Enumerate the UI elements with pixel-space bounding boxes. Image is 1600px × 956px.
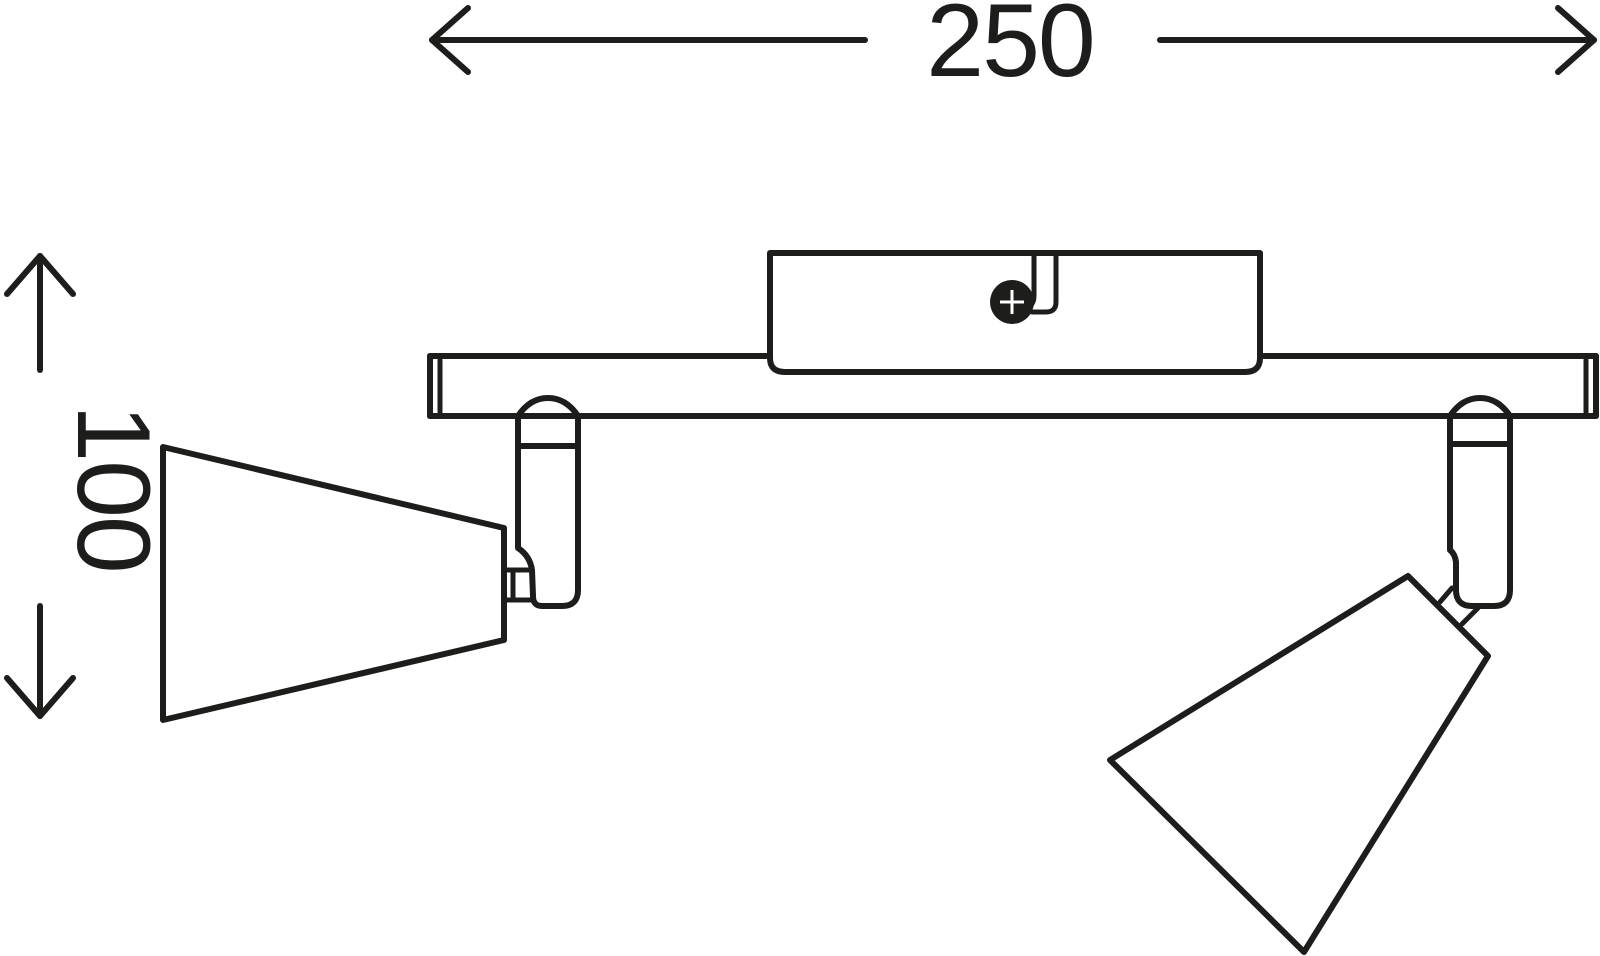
right-arm-joint-right — [1459, 605, 1481, 627]
rail-bar — [427, 353, 1599, 419]
right-arm-joint-left — [1437, 585, 1455, 605]
height-dimension-label: 100 — [55, 404, 171, 572]
right-spotlight-shade — [1107, 573, 1491, 955]
right-spotlight-arm — [1437, 395, 1513, 627]
left-arm-body — [515, 395, 581, 609]
right-shade-outline — [1107, 573, 1491, 955]
left-shade-outline — [160, 444, 507, 723]
mounting-plate — [767, 250, 1263, 375]
right-arm-body — [1447, 395, 1513, 609]
left-spotlight-shade — [160, 444, 507, 723]
width-dimension-label: 250 — [926, 0, 1094, 99]
cable-clip — [1019, 253, 1059, 315]
width-arrowhead-left — [429, 5, 471, 75]
height-dimension: 100 — [4, 253, 171, 719]
height-arrowhead-bottom — [4, 675, 76, 719]
width-arrowhead-right — [1555, 5, 1597, 75]
left-spotlight-arm — [501, 395, 581, 609]
width-dimension: 250 — [429, 0, 1597, 99]
height-arrowhead-top — [4, 253, 76, 297]
